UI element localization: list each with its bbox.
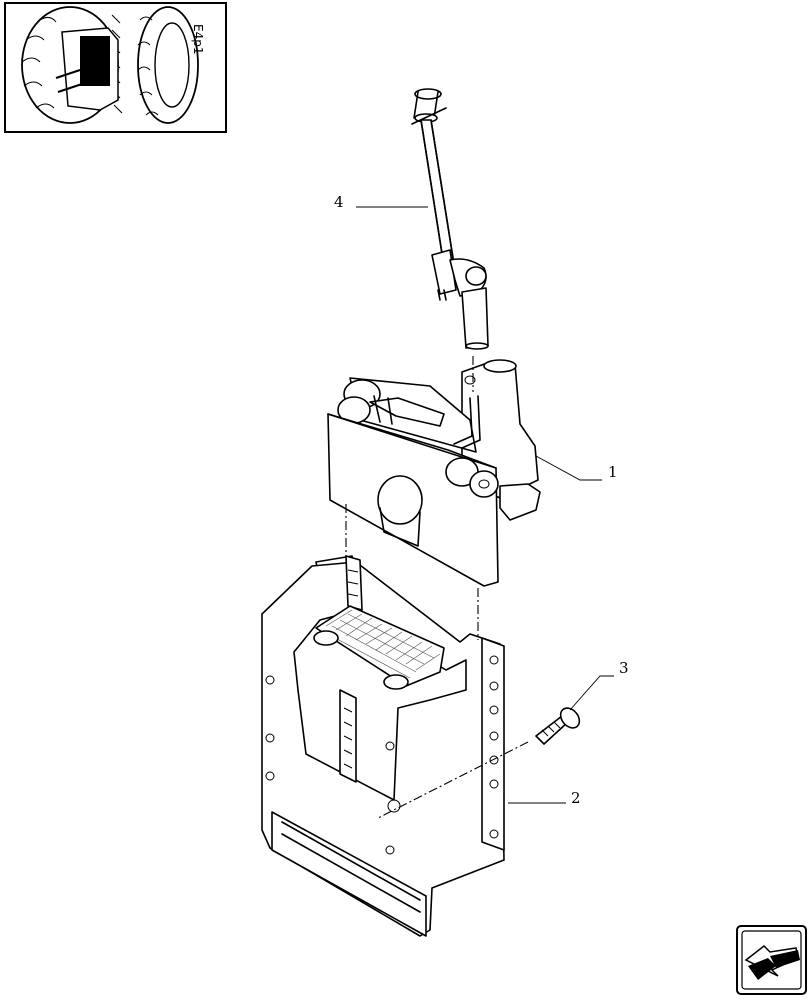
next-page-arrow-icon[interactable] (736, 925, 807, 995)
thumbnail-caption: E4p1 (191, 24, 205, 54)
bolt (535, 707, 581, 745)
leader-lines (356, 206, 614, 804)
tractor-location-thumbnail: E4p1 (4, 2, 227, 133)
guide-frame (261, 555, 505, 937)
tractor-rear-location-icon (21, 6, 199, 124)
callout-4: 4 (334, 193, 344, 211)
pin-assembly (411, 88, 489, 350)
hook-block (327, 359, 541, 587)
callout-3: 3 (619, 659, 629, 677)
callout-2: 2 (571, 789, 581, 807)
callout-1: 1 (608, 463, 618, 481)
alignment-lines (345, 356, 529, 819)
grid-plate-pattern (323, 609, 441, 679)
